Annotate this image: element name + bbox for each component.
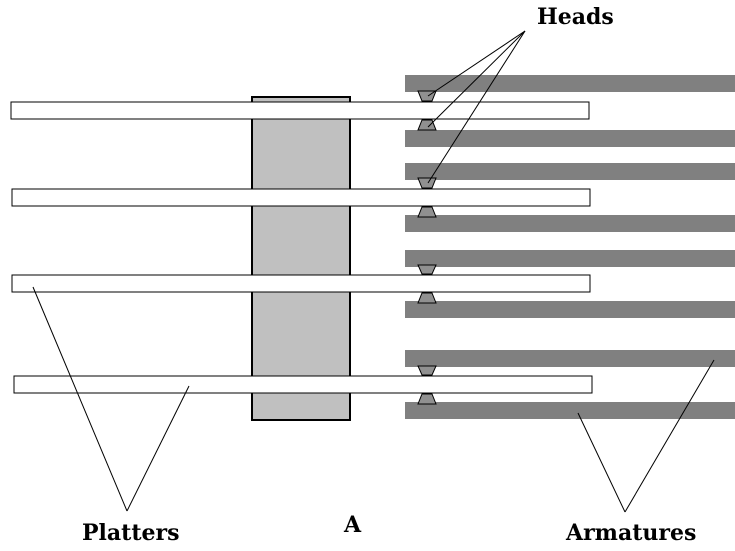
armature <box>405 350 735 367</box>
head <box>417 206 437 218</box>
armatures-pointer-lines <box>577 359 715 513</box>
head <box>417 393 437 405</box>
spindle <box>251 96 351 421</box>
platter <box>13 375 593 394</box>
armatures-label: Armatures <box>565 520 696 546</box>
head <box>417 119 437 131</box>
armature <box>405 130 735 147</box>
armature <box>405 163 735 180</box>
platter <box>10 101 590 120</box>
platters-label: Platters <box>82 520 179 546</box>
head <box>417 177 437 189</box>
armature <box>405 301 735 318</box>
armature <box>405 215 735 232</box>
platter <box>11 188 591 207</box>
platter <box>11 274 591 293</box>
armatures-group <box>405 75 735 419</box>
center-label: A <box>343 512 362 538</box>
platters-group <box>10 101 593 394</box>
head <box>417 365 437 376</box>
head <box>417 264 437 275</box>
armature <box>405 250 735 267</box>
platters-pointer-lines <box>32 286 190 512</box>
head <box>417 292 437 304</box>
heads-pointer-lines <box>427 30 526 184</box>
armature <box>405 402 735 419</box>
armature <box>405 75 735 92</box>
heads-label: Heads <box>537 4 614 30</box>
